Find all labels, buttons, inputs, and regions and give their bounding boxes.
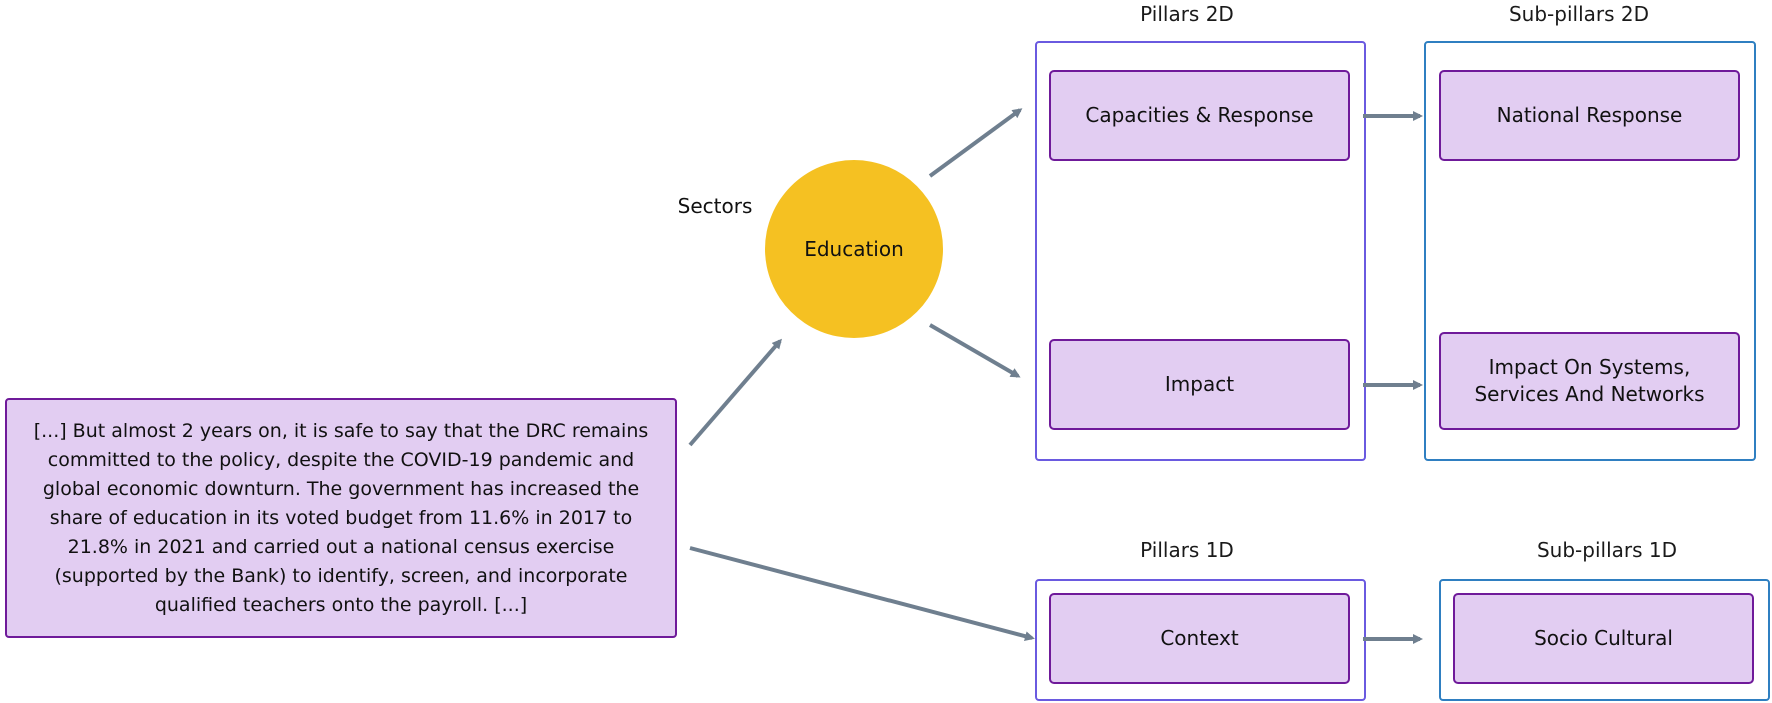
arrow-quote-to-context: [689, 546, 1035, 642]
arrow-sector-to-capacities: [928, 108, 1023, 178]
arrow-quote-to-sector: [688, 338, 782, 447]
pillar-capacities-response[interactable]: Capacities & Response: [1049, 70, 1350, 161]
excerpt-text-box: [...] But almost 2 years on, it is safe …: [5, 398, 677, 638]
arrow-sector-to-impact: [928, 323, 1021, 378]
subpillar-socio-cultural[interactable]: Socio Cultural: [1453, 593, 1754, 684]
subpillars-2d-title: Sub-pillars 2D: [1508, 2, 1650, 26]
sectors-label: Sectors: [677, 194, 753, 218]
subpillar-impact-systems[interactable]: Impact On Systems, Services And Networks: [1439, 332, 1740, 430]
subpillars-1d-container: [1439, 579, 1770, 701]
sector-education[interactable]: Education: [765, 160, 943, 338]
subpillar-national-response[interactable]: National Response: [1439, 70, 1740, 161]
pillars-1d-title: Pillars 1D: [1140, 538, 1234, 562]
pillar-context[interactable]: Context: [1049, 593, 1350, 684]
subpillars-1d-title: Sub-pillars 1D: [1536, 538, 1678, 562]
pillars-2d-title: Pillars 2D: [1140, 2, 1234, 26]
pillar-impact[interactable]: Impact: [1049, 339, 1350, 430]
subpillars-2d-container: [1424, 41, 1756, 461]
pillars-2d-container: [1035, 41, 1366, 461]
